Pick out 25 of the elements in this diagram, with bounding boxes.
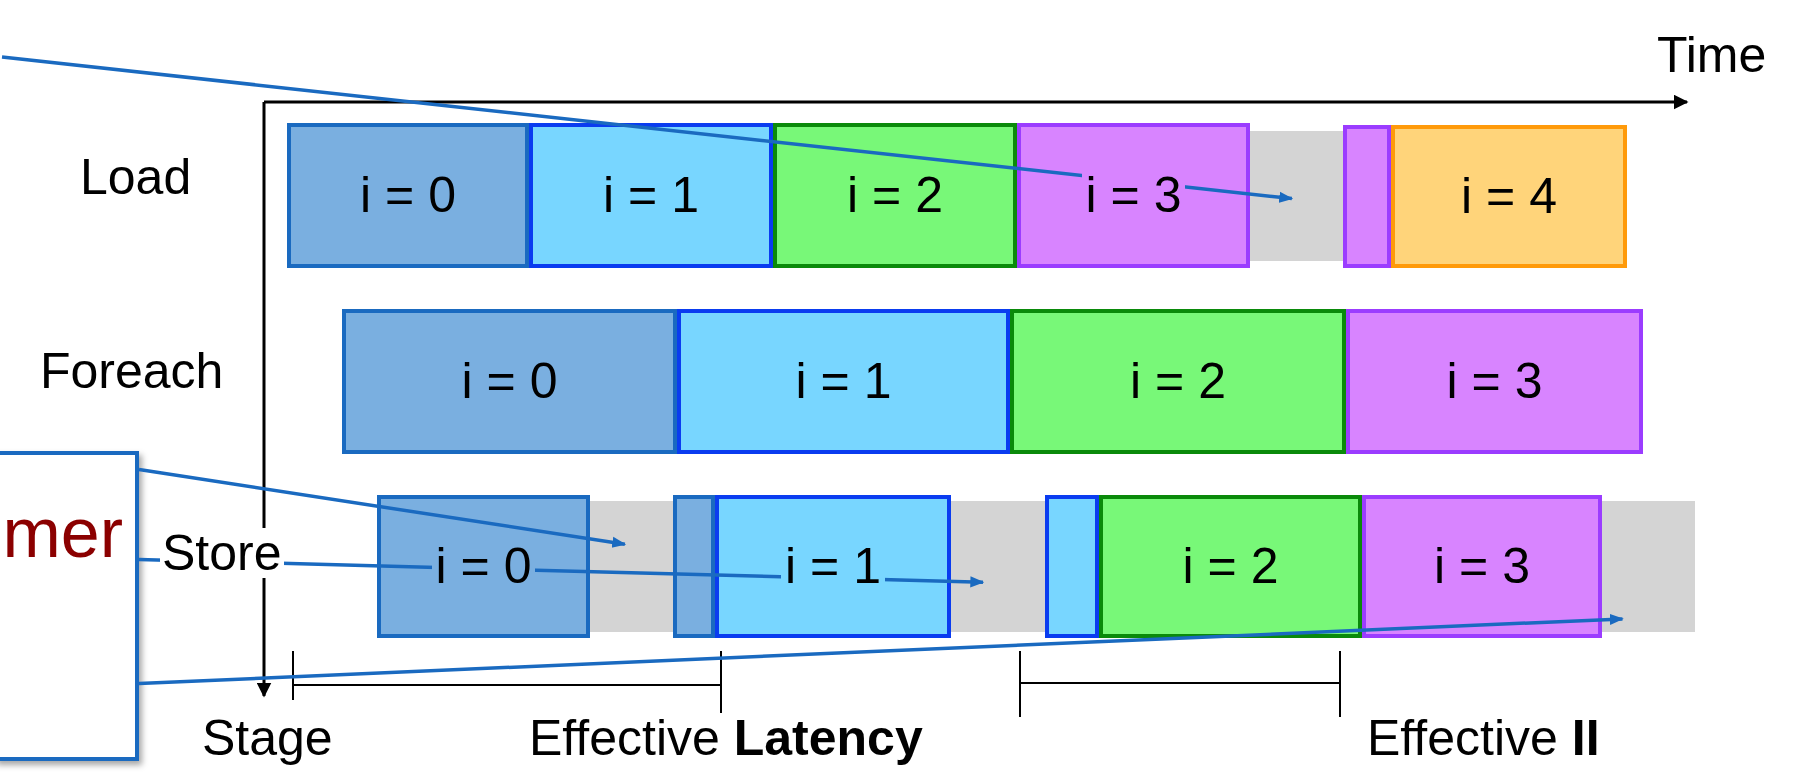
row-label: Store bbox=[160, 528, 284, 578]
iteration-bar bbox=[1017, 123, 1250, 268]
iteration-bar bbox=[342, 309, 677, 454]
iteration-bar bbox=[287, 123, 529, 268]
iteration-bar bbox=[1099, 495, 1362, 638]
leader-arrow bbox=[1, 55, 1294, 203]
leader-arrow bbox=[138, 613, 1624, 686]
iteration-bar bbox=[677, 309, 1010, 454]
stall-block bbox=[1250, 131, 1343, 261]
iteration-bar bbox=[529, 123, 773, 268]
leader-arrow bbox=[138, 467, 627, 548]
iteration-bar bbox=[773, 123, 1017, 268]
iteration-bar bbox=[1045, 495, 1099, 638]
stall-block bbox=[1602, 501, 1695, 632]
iteration-bar bbox=[1343, 125, 1391, 268]
iteration-bar bbox=[1362, 495, 1602, 638]
iteration-bar bbox=[1346, 309, 1643, 454]
callout-box bbox=[0, 451, 139, 761]
iteration-bar bbox=[1010, 309, 1346, 454]
iteration-bar bbox=[715, 495, 951, 638]
iteration-bar bbox=[673, 495, 715, 638]
stall-block bbox=[951, 501, 1045, 632]
iteration-bar bbox=[377, 495, 590, 638]
stall-block bbox=[590, 501, 673, 632]
iteration-bar bbox=[1391, 125, 1627, 268]
